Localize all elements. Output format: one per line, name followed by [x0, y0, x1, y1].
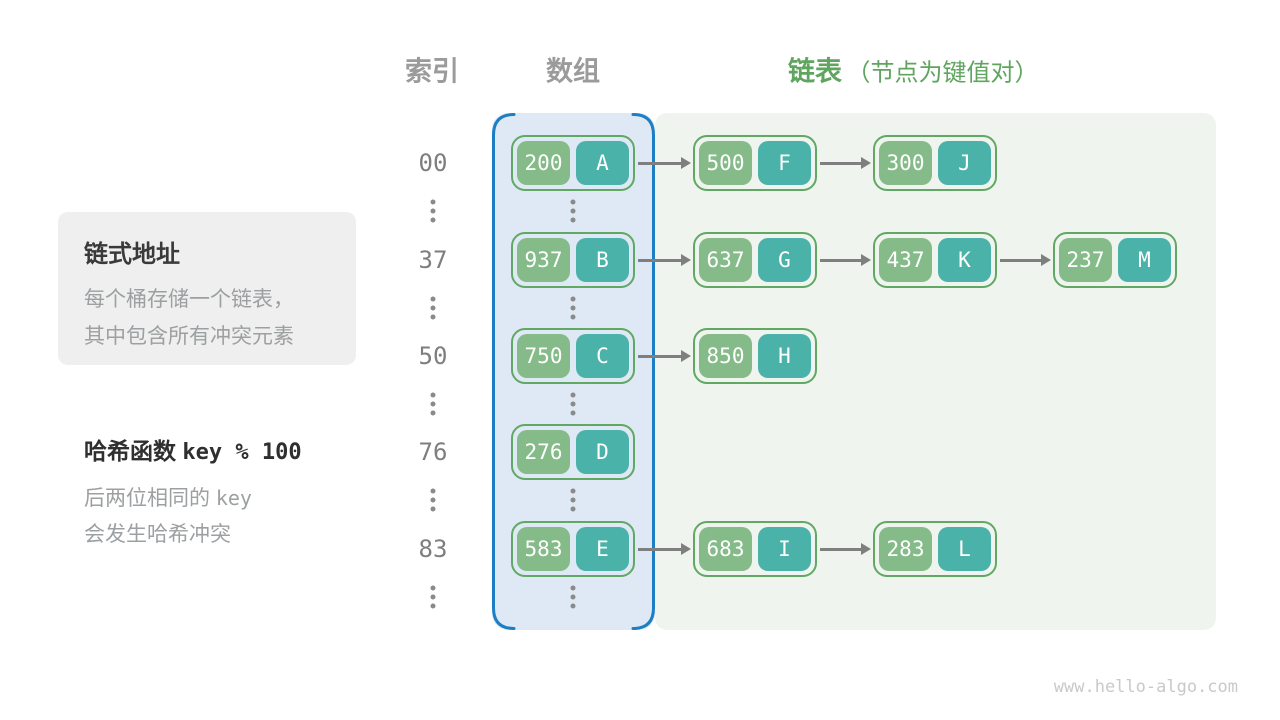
index-label: 76	[418, 438, 448, 466]
header-linked-list: 链表 （节点为键值对）	[788, 50, 1038, 89]
node-key: 937	[517, 238, 570, 282]
next-pointer-arrow	[638, 542, 691, 555]
next-pointer-arrow	[820, 253, 871, 266]
ellipsis-dots-icon	[570, 199, 576, 223]
next-pointer-arrow	[820, 156, 871, 169]
index-label: 83	[418, 535, 448, 563]
node-value: G	[758, 238, 811, 282]
node-key: 283	[879, 527, 932, 571]
node-key: 500	[699, 141, 752, 185]
index-label: 50	[418, 342, 448, 370]
header-linked-list-title: 链表	[788, 56, 842, 87]
node-value: K	[938, 238, 991, 282]
chaining-note-line1: 每个桶存储一个链表，	[84, 288, 294, 311]
node-key: 850	[699, 334, 752, 378]
node-value: C	[576, 334, 629, 378]
next-pointer-arrow	[1000, 253, 1051, 266]
ellipsis-dots-icon	[570, 296, 576, 320]
node-key: 683	[699, 527, 752, 571]
ellipsis-dots-icon	[430, 296, 436, 320]
node-value: D	[576, 430, 629, 474]
node-key: 750	[517, 334, 570, 378]
ellipsis-dots-icon	[430, 392, 436, 416]
next-pointer-arrow	[820, 542, 871, 555]
header-array: 数组	[546, 56, 600, 87]
node-value: J	[938, 141, 991, 185]
next-pointer-arrow	[638, 156, 691, 169]
node-value: E	[576, 527, 629, 571]
node-value: B	[576, 238, 629, 282]
node-key: 200	[517, 141, 570, 185]
watermark: www.hello-algo.com	[1053, 677, 1238, 697]
ellipsis-dots-icon	[570, 392, 576, 416]
ellipsis-dots-icon	[570, 585, 576, 609]
chaining-note-title: 链式地址	[84, 241, 180, 268]
hash-note-line2: 会发生哈希冲突	[84, 523, 231, 546]
node-value: L	[938, 527, 991, 571]
index-label: 37	[418, 246, 448, 274]
ellipsis-dots-icon	[430, 585, 436, 609]
node-key: 637	[699, 238, 752, 282]
node-key: 237	[1059, 238, 1112, 282]
ellipsis-dots-icon	[570, 488, 576, 512]
node-key: 300	[879, 141, 932, 185]
header-index: 索引	[405, 56, 459, 87]
hash-note-line1: 后两位相同的 key	[84, 480, 384, 517]
ellipsis-dots-icon	[430, 199, 436, 223]
node-value: H	[758, 334, 811, 378]
node-value: I	[758, 527, 811, 571]
chaining-note-line2: 其中包含所有冲突元素	[84, 325, 294, 348]
node-key: 437	[879, 238, 932, 282]
next-pointer-arrow	[638, 253, 691, 266]
index-label: 00	[418, 149, 448, 177]
header-linked-list-note: （节点为键值对）	[846, 59, 1039, 87]
node-value: M	[1118, 238, 1171, 282]
node-value: F	[758, 141, 811, 185]
hash-note-line1-text: 后两位相同的	[84, 487, 216, 510]
node-key: 276	[517, 430, 570, 474]
hash-note-line1-code: key	[215, 486, 252, 510]
hash-function-title: 哈希函数 key % 100	[84, 432, 384, 466]
array-bracket-border	[492, 113, 655, 630]
chaining-note-box: 链式地址 每个桶存储一个链表， 其中包含所有冲突元素	[58, 212, 356, 365]
hash-function-code: key % 100	[182, 440, 302, 465]
ellipsis-dots-icon	[430, 488, 436, 512]
node-value: A	[576, 141, 629, 185]
next-pointer-arrow	[638, 349, 691, 362]
hash-function-note: 哈希函数 key % 100 后两位相同的 key 会发生哈希冲突	[84, 432, 384, 553]
node-key: 583	[517, 527, 570, 571]
hash-function-label: 哈希函数	[84, 438, 176, 464]
